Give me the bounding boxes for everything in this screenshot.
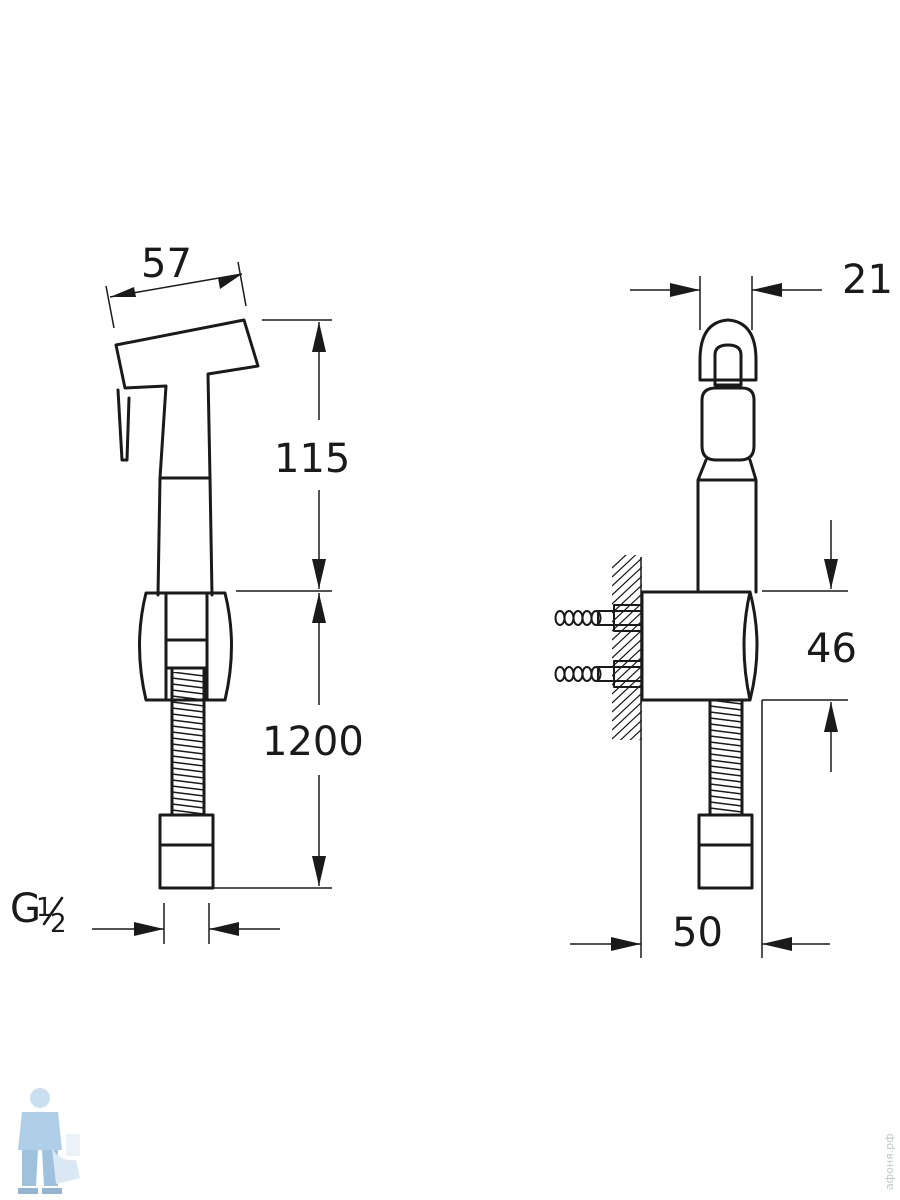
dimension-thread: G 1 2: [10, 886, 280, 944]
dimension-1200-label: 1200: [262, 719, 364, 765]
hose-nut-front: [158, 813, 215, 890]
front-view: [114, 318, 260, 890]
dimension-115: 115: [236, 319, 350, 592]
spray-head-front: [114, 318, 260, 480]
dimension-57-label: 57: [141, 241, 192, 287]
thread-fraction-den: 2: [50, 909, 67, 939]
dimension-1200: 1200: [202, 593, 364, 889]
dimension-21: 21: [630, 257, 893, 330]
holder-front: [138, 591, 233, 702]
plumber-with-toilet-icon: [18, 1088, 80, 1194]
dimension-50: 50: [570, 700, 830, 958]
dimension-46: 46: [762, 520, 857, 772]
dimension-50-label: 50: [672, 910, 723, 956]
dimension-21-label: 21: [842, 257, 893, 303]
spray-head-side: [698, 318, 758, 382]
dimension-46-label: 46: [806, 626, 857, 672]
dimension-115-label: 115: [274, 436, 350, 482]
dimension-57: 57: [105, 241, 247, 329]
side-view: [554, 318, 759, 890]
wall-screws: [554, 604, 643, 688]
hose-front: [170, 668, 206, 816]
trigger-lever: [116, 388, 131, 462]
handle-body-front: [156, 476, 214, 597]
wall-hatch: [612, 555, 642, 740]
holder-side: [640, 590, 759, 702]
hose-side: [708, 698, 744, 817]
watermark-side-text: афоня.рф: [883, 1133, 896, 1190]
hose-nut-side: [697, 813, 754, 890]
dimension-thread-label: G: [10, 886, 41, 932]
